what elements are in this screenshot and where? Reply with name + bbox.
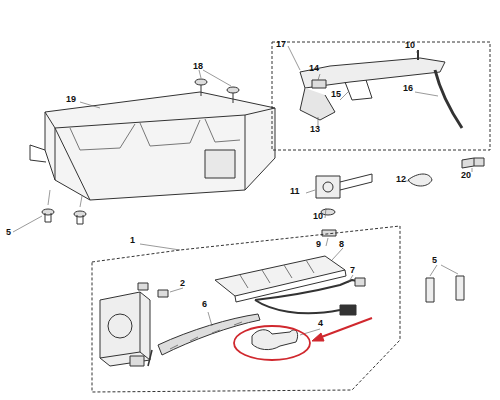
- callout-number: 10: [405, 41, 415, 50]
- group-outline: [92, 226, 400, 392]
- callout-number: 18: [193, 62, 203, 71]
- callout-number: 6: [202, 300, 207, 309]
- group-outline: [272, 42, 490, 150]
- callout-number: 13: [310, 125, 320, 134]
- highlight-circle: [234, 326, 310, 360]
- control-unit: [100, 292, 150, 366]
- screw: [227, 87, 239, 103]
- screw: [195, 79, 207, 96]
- callout-number: 9: [316, 240, 321, 249]
- callout-number: 19: [66, 95, 76, 104]
- callout-number: 7: [350, 266, 355, 275]
- arrowhead: [312, 333, 324, 341]
- callout-number: 8: [339, 240, 344, 249]
- housing: [45, 92, 275, 200]
- callout-number: 1: [130, 236, 135, 245]
- callout-number: 17: [276, 40, 286, 49]
- callout-number: 20: [461, 171, 471, 180]
- screw: [42, 209, 54, 222]
- screw: [74, 211, 86, 224]
- callout-number: 5: [6, 228, 11, 237]
- callout-number: 2: [180, 279, 185, 288]
- callout-number: 10: [313, 212, 323, 221]
- small-part: [158, 290, 168, 297]
- callout-number: 4: [318, 319, 323, 328]
- tube: [435, 70, 462, 128]
- clip: [312, 80, 326, 88]
- cam: [252, 330, 298, 350]
- clamp: [408, 174, 432, 186]
- callout-number: 16: [403, 84, 413, 93]
- washer: [321, 209, 335, 215]
- callout-number: 14: [309, 64, 319, 73]
- valve: [316, 174, 372, 198]
- callout-number: 5: [432, 256, 437, 265]
- callout-number: 15: [331, 90, 341, 99]
- bracket: [300, 88, 335, 120]
- callout-number: 12: [396, 175, 406, 184]
- connector: [462, 158, 484, 168]
- small-part: [138, 283, 148, 290]
- wire-harness: [255, 280, 362, 300]
- pin: [456, 276, 464, 300]
- mold-tray: [215, 256, 346, 302]
- callout-number: 11: [290, 187, 300, 196]
- fitting: [322, 230, 336, 236]
- pin: [426, 278, 434, 302]
- arm: [300, 58, 445, 88]
- highlight-arrow: [316, 318, 372, 339]
- ejector: [158, 314, 260, 355]
